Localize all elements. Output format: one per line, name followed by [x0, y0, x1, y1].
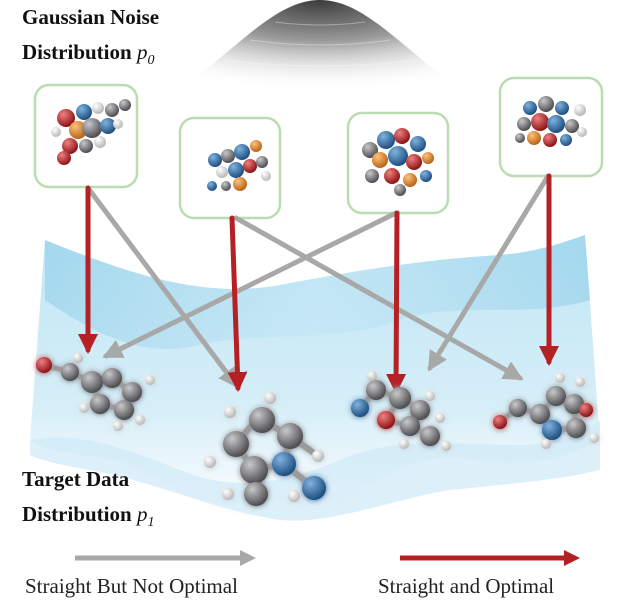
target-data-label: Target Data Distribution p1 — [22, 466, 154, 536]
target-data-line2-text: Distribution — [22, 502, 132, 526]
target-data-line1: Target Data — [22, 467, 130, 491]
legend-gray-label: Straight But Not Optimal — [25, 574, 238, 598]
gaussian-noise-line2: Distribution p0 — [22, 39, 159, 74]
gray-arrows — [85, 173, 551, 389]
red-arrow-2 — [227, 215, 248, 392]
gray-arrow-2 — [233, 215, 524, 381]
gaussian-surface — [150, 0, 490, 114]
noise-cluster-3 — [362, 128, 434, 196]
legend-red-arrow — [400, 550, 580, 566]
noise-cluster-2 — [207, 140, 271, 191]
noise-cluster-1 — [51, 99, 131, 165]
noise-cluster-4 — [515, 96, 587, 147]
target-molecule-1 — [36, 353, 155, 431]
target-molecule-2 — [204, 392, 326, 506]
target-data-line2: Distribution p1 — [22, 501, 154, 536]
gaussian-noise-line2-text: Distribution — [22, 40, 132, 64]
gray-arrow-3 — [102, 210, 399, 359]
legend-red-label: Straight and Optimal — [378, 574, 555, 598]
p1-symbol: p1 — [136, 502, 155, 531]
gaussian-noise-label: Gaussian Noise Distribution p0 — [22, 4, 159, 74]
target-molecule-3 — [351, 371, 451, 451]
p0-symbol: p0 — [136, 40, 155, 69]
red-arrows — [78, 173, 559, 394]
target-surface — [30, 235, 600, 521]
target-molecule-4 — [493, 373, 599, 449]
legend-gray-arrow — [75, 550, 256, 566]
gray-arrow-4 — [427, 173, 551, 372]
gray-arrow-1 — [85, 185, 239, 389]
red-arrow-3 — [386, 210, 407, 394]
gaussian-noise-line1: Gaussian Noise — [22, 5, 160, 29]
